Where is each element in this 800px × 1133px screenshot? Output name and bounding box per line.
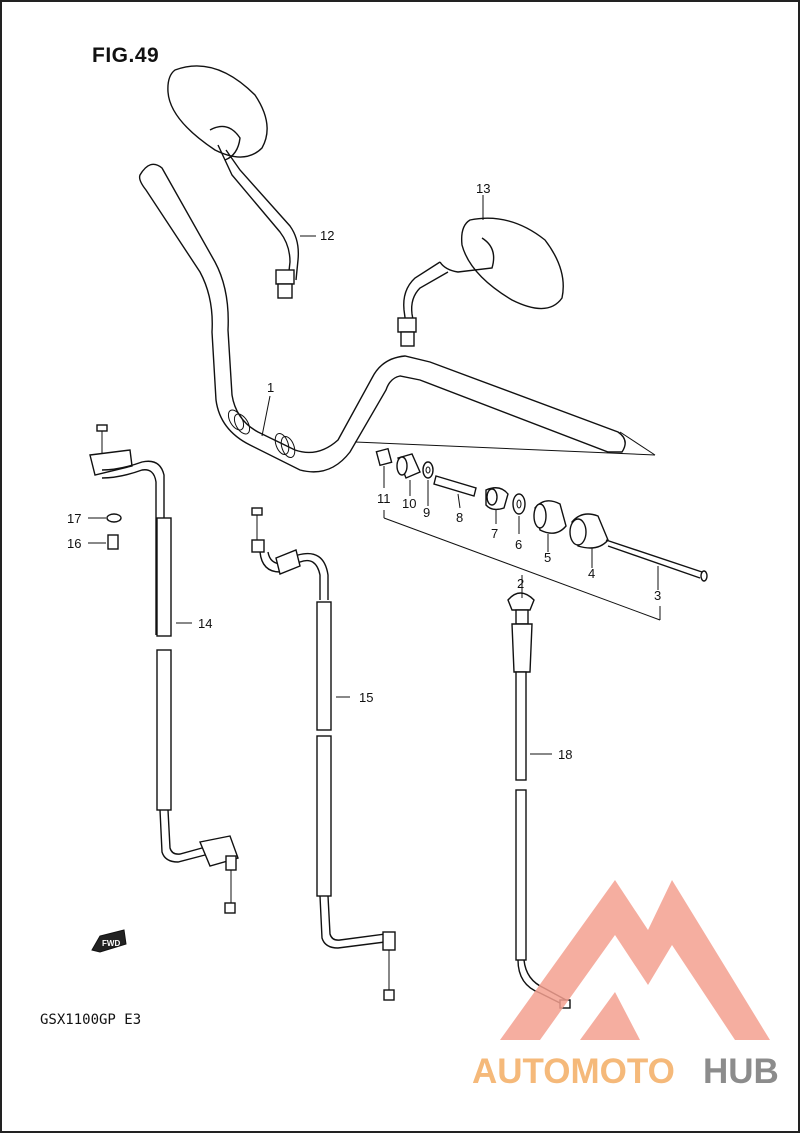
cable-14: [89, 424, 239, 914]
figure-title: FIG.49: [92, 44, 160, 67]
bolts-16-17: [88, 513, 122, 550]
watermark-text-part1: AUTOMOTO: [472, 1052, 675, 1091]
fwd-label: FWD: [102, 939, 120, 948]
part-label-2: 2: [517, 576, 524, 591]
fwd-arrow: FWD: [91, 929, 127, 953]
part-label-8: 8: [456, 510, 463, 525]
part-label-10: 10: [402, 496, 416, 511]
model-label: GSX1100GP E3: [40, 1012, 142, 1028]
mirror-left: [167, 65, 316, 299]
part-label-7: 7: [491, 526, 498, 541]
part-label-17: 17: [67, 511, 81, 526]
cable-15: [251, 507, 396, 1001]
mirror-right: [397, 195, 564, 347]
part-label-16: 16: [67, 536, 81, 551]
part-label-3: 3: [654, 588, 661, 603]
part-label-1: 1: [267, 380, 274, 395]
cable-18: [507, 575, 571, 1009]
part-label-9: 9: [423, 505, 430, 520]
part-label-18: 18: [558, 747, 572, 762]
watermark-text-part2: HUB: [703, 1052, 779, 1091]
part-label-5: 5: [544, 550, 551, 565]
handlebar: [138, 163, 656, 473]
part-label-15: 15: [359, 690, 373, 705]
part-label-11: 11: [377, 491, 391, 506]
part-label-13: 13: [476, 181, 490, 196]
part-label-4: 4: [588, 566, 595, 581]
part-label-14: 14: [198, 616, 212, 631]
part-label-6: 6: [515, 537, 522, 552]
watermark-logo: [500, 880, 770, 1040]
part-label-12: 12: [320, 228, 334, 243]
watermark-text: AUTOMOTO HUB: [472, 1052, 779, 1091]
weight-parts: [375, 447, 708, 621]
